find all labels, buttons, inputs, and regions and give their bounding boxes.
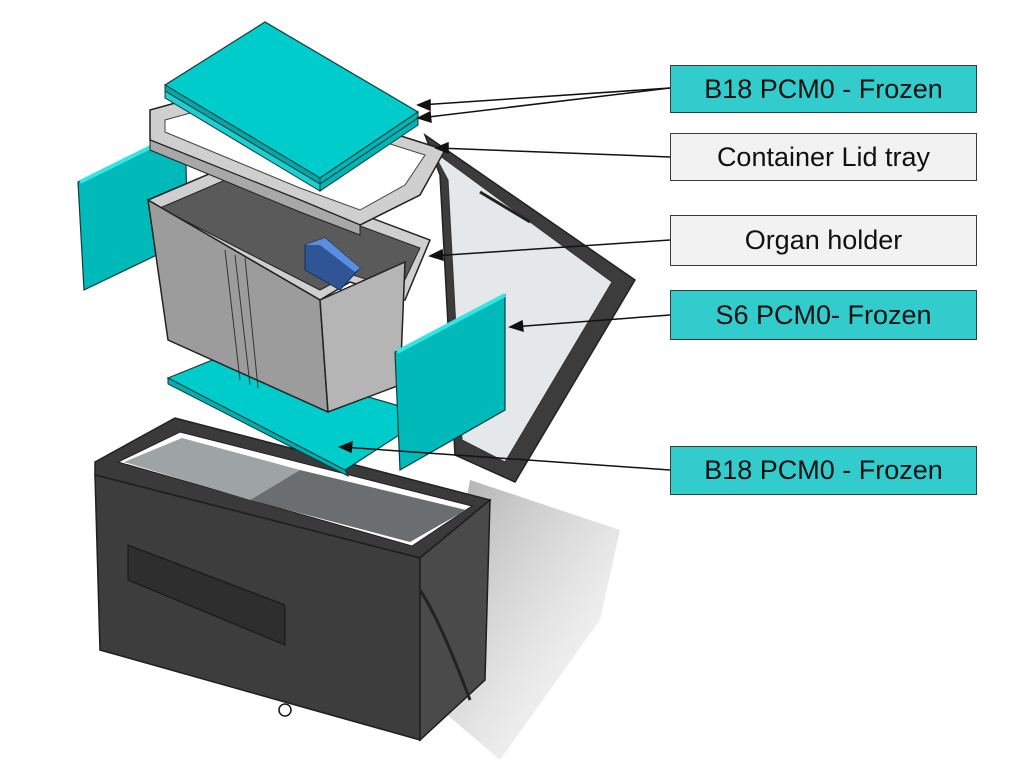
leader-side-pcm	[511, 314, 671, 328]
callout-bottom-pcm: B18 PCM0 - Frozen	[670, 446, 977, 495]
outer-container	[94, 417, 492, 742]
leader-bottom-pcm	[341, 446, 671, 471]
organ-holder	[146, 164, 431, 414]
callout-side-pcm: S6 PCM0- Frozen	[670, 290, 977, 340]
callout-organ-holder: Organ holder	[670, 215, 977, 266]
callout-lid-tray: Container Lid tray	[670, 133, 977, 181]
leader-top-pcm-2	[419, 87, 671, 119]
right-side-pcm-panel	[394, 293, 506, 472]
callout-top-pcm: B18 PCM0 - Frozen	[670, 65, 977, 113]
leader-lines	[338, 87, 671, 471]
leader-top-pcm-1	[419, 87, 671, 106]
top-pcm-pack	[163, 21, 420, 192]
leader-lid-tray	[437, 147, 671, 158]
bottom-pcm-pack	[166, 354, 432, 478]
leader-organ-holder	[431, 239, 671, 257]
